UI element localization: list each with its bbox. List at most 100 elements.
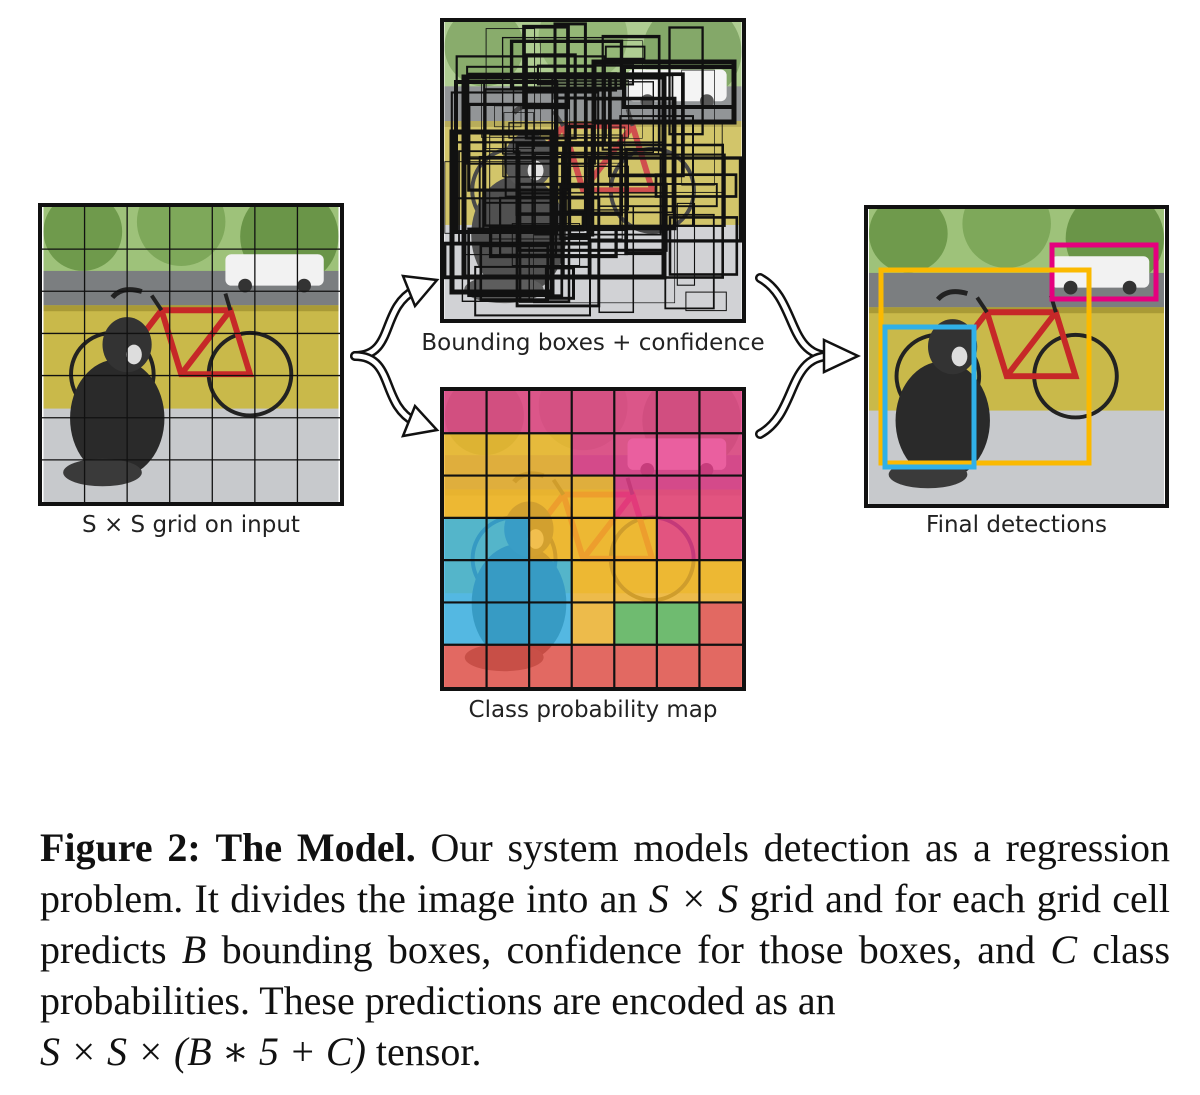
probability-cell-other (614, 644, 657, 687)
probability-cell-other (529, 644, 572, 687)
predicted-box (522, 24, 570, 110)
dog-detection-box (882, 324, 977, 470)
probmap-label: Class probability map (468, 697, 718, 723)
bicycle-detection-box (878, 267, 1092, 466)
probability-cell-dog (444, 602, 487, 645)
probability-cell-car (656, 517, 700, 561)
probability-cell-dog (529, 560, 572, 603)
probability-cell-dining-table (656, 602, 700, 645)
merge-arrow-icon (755, 273, 861, 439)
probability-cell-car (656, 475, 700, 518)
probability-cell-car (699, 517, 742, 561)
caption-math-3: C (1050, 927, 1078, 972)
probability-cell-dog (529, 602, 572, 645)
probability-cell-car (444, 391, 487, 434)
probability-cell-bicycle (571, 475, 615, 518)
probability-cell-bicycle (444, 433, 487, 476)
caption-text-4: class probabilities. These predictions a… (40, 927, 1171, 1023)
probability-cell-car (614, 475, 657, 518)
probability-cell-car (699, 391, 742, 434)
probability-cell-dog (486, 517, 530, 561)
probability-cell-car (529, 391, 572, 434)
probability-cell-bicycle (614, 517, 657, 561)
predicted-box (668, 26, 704, 136)
caption-text-2: grid and for each grid cell predicts (40, 876, 1171, 972)
probability-cell-dog (486, 602, 530, 645)
input-image (38, 203, 344, 506)
probability-cell-car (614, 433, 657, 476)
predicted-box (534, 153, 662, 236)
probability-cell-bicycle (529, 433, 572, 476)
caption-text-5: tensor. (375, 1029, 482, 1074)
probability-cell-bicycle (529, 517, 572, 561)
probability-cell-bicycle (571, 560, 615, 603)
predicted-box (458, 150, 521, 245)
probability-cell-bicycle (571, 517, 615, 561)
probability-cell-bicycle (571, 602, 615, 645)
predicted-box (676, 202, 696, 286)
final-label: Final detections (926, 512, 1107, 538)
probability-cell-car (571, 433, 615, 476)
figure-label: Figure 2: (40, 825, 201, 870)
predicted-box (533, 192, 676, 304)
boxes-label: Bounding boxes + confidence (421, 330, 765, 356)
probability-cell-bicycle (614, 560, 657, 603)
probability-cell-other (699, 602, 742, 645)
probmap-image (440, 387, 746, 691)
input-grid (42, 207, 340, 502)
predicted-box (681, 69, 715, 186)
probability-cell-bicycle (486, 475, 530, 518)
probability-cell-dog (486, 560, 530, 603)
caption-text-1: Our system models detection as a regress… (40, 825, 1171, 921)
probability-cell-other (571, 644, 615, 687)
predicted-box (461, 74, 667, 280)
predicted-boxes (444, 22, 742, 317)
probability-cell-bicycle (486, 433, 530, 476)
figure-caption: Figure 2: The Model. Our system models d… (40, 822, 1170, 1077)
class-probability-cells (444, 391, 742, 687)
split-arrow-icon (350, 274, 440, 438)
final-image (864, 205, 1169, 508)
predicted-box (654, 173, 738, 198)
predicted-box (622, 65, 736, 109)
predicted-box (608, 72, 685, 178)
predicted-box (512, 81, 655, 154)
probability-cell-car (656, 391, 700, 434)
predicted-box (559, 184, 591, 241)
probability-cell-car (699, 433, 742, 476)
probability-cell-dog (444, 517, 487, 561)
probability-cell-bicycle (444, 475, 487, 518)
predicted-box (685, 291, 727, 312)
probability-cell-car (699, 475, 742, 518)
probability-cell-bicycle (699, 560, 742, 603)
probability-cell-other (699, 644, 742, 687)
caption-math-2: B (181, 927, 207, 972)
figure-title: The Model. (215, 825, 416, 870)
boxes-image (440, 18, 746, 323)
predicted-box (540, 40, 643, 139)
probmap-grid (444, 391, 742, 687)
probability-cell-car (571, 391, 615, 434)
probability-cell-other (444, 644, 487, 687)
probability-cell-car (656, 433, 700, 476)
input-label: S × S grid on input (82, 512, 300, 538)
caption-math-1: S × S (648, 876, 739, 921)
probability-cell-dining-table (614, 602, 657, 645)
predicted-box (467, 227, 564, 298)
predicted-box (467, 102, 568, 192)
probability-cell-bicycle (529, 475, 572, 518)
predicted-box (553, 22, 587, 100)
predicted-box (454, 80, 558, 234)
caption-math-4: S × S × (B ∗ 5 + C) (40, 1029, 366, 1074)
probability-cell-car (486, 391, 530, 434)
probability-cell-bicycle (656, 560, 700, 603)
predicted-box (544, 266, 576, 300)
probability-cell-other (656, 644, 700, 687)
predicted-box (668, 216, 739, 276)
predicted-box (449, 129, 555, 295)
probability-cell-car (614, 391, 657, 434)
predicted-box (598, 205, 635, 314)
predicted-box (619, 115, 694, 227)
probability-cell-other (486, 644, 530, 687)
probability-cell-dog (444, 560, 487, 603)
